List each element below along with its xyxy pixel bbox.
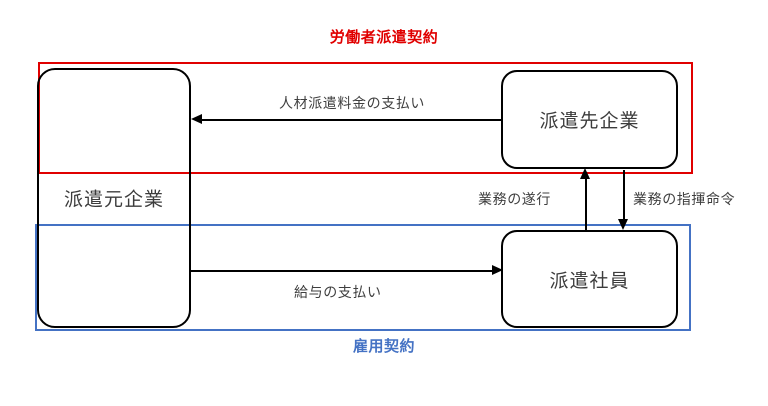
salary-payment-arrow-head: [492, 265, 503, 275]
entity-dispatch-source[interactable]: 派遣元企業: [37, 68, 191, 328]
fee-payment-arrow-line: [198, 119, 503, 121]
salary-payment-label: 給与の支払い: [294, 284, 382, 300]
work-command-arrow-line: [623, 170, 625, 220]
salary-payment-arrow-line: [190, 270, 494, 272]
fee-payment-arrow-head: [191, 114, 202, 124]
work-performance-arrow-line: [585, 178, 587, 230]
work-performance-label: 業務の遂行: [478, 191, 551, 207]
work-performance-arrow-head: [580, 168, 590, 179]
entity-dispatch-source-label: 派遣元企業: [63, 189, 164, 211]
employment-contract-frame: [35, 224, 691, 331]
entity-dispatched-employee[interactable]: 派遣社員: [501, 230, 678, 328]
dispatch-contract-title: 労働者派遣契約: [329, 29, 439, 46]
employment-contract-title: 雇用契約: [352, 338, 415, 355]
work-command-arrow-head: [618, 219, 628, 230]
dispatch-contract-frame: [38, 62, 693, 174]
entity-dispatch-destination-label: 派遣先企業: [539, 111, 640, 132]
fee-payment-label: 人材派遣料金の支払い: [279, 95, 425, 111]
entity-dispatch-destination[interactable]: 派遣先企業: [501, 70, 678, 169]
entity-dispatched-employee-label: 派遣社員: [549, 270, 630, 292]
work-command-label: 業務の指揮命令: [633, 191, 736, 207]
